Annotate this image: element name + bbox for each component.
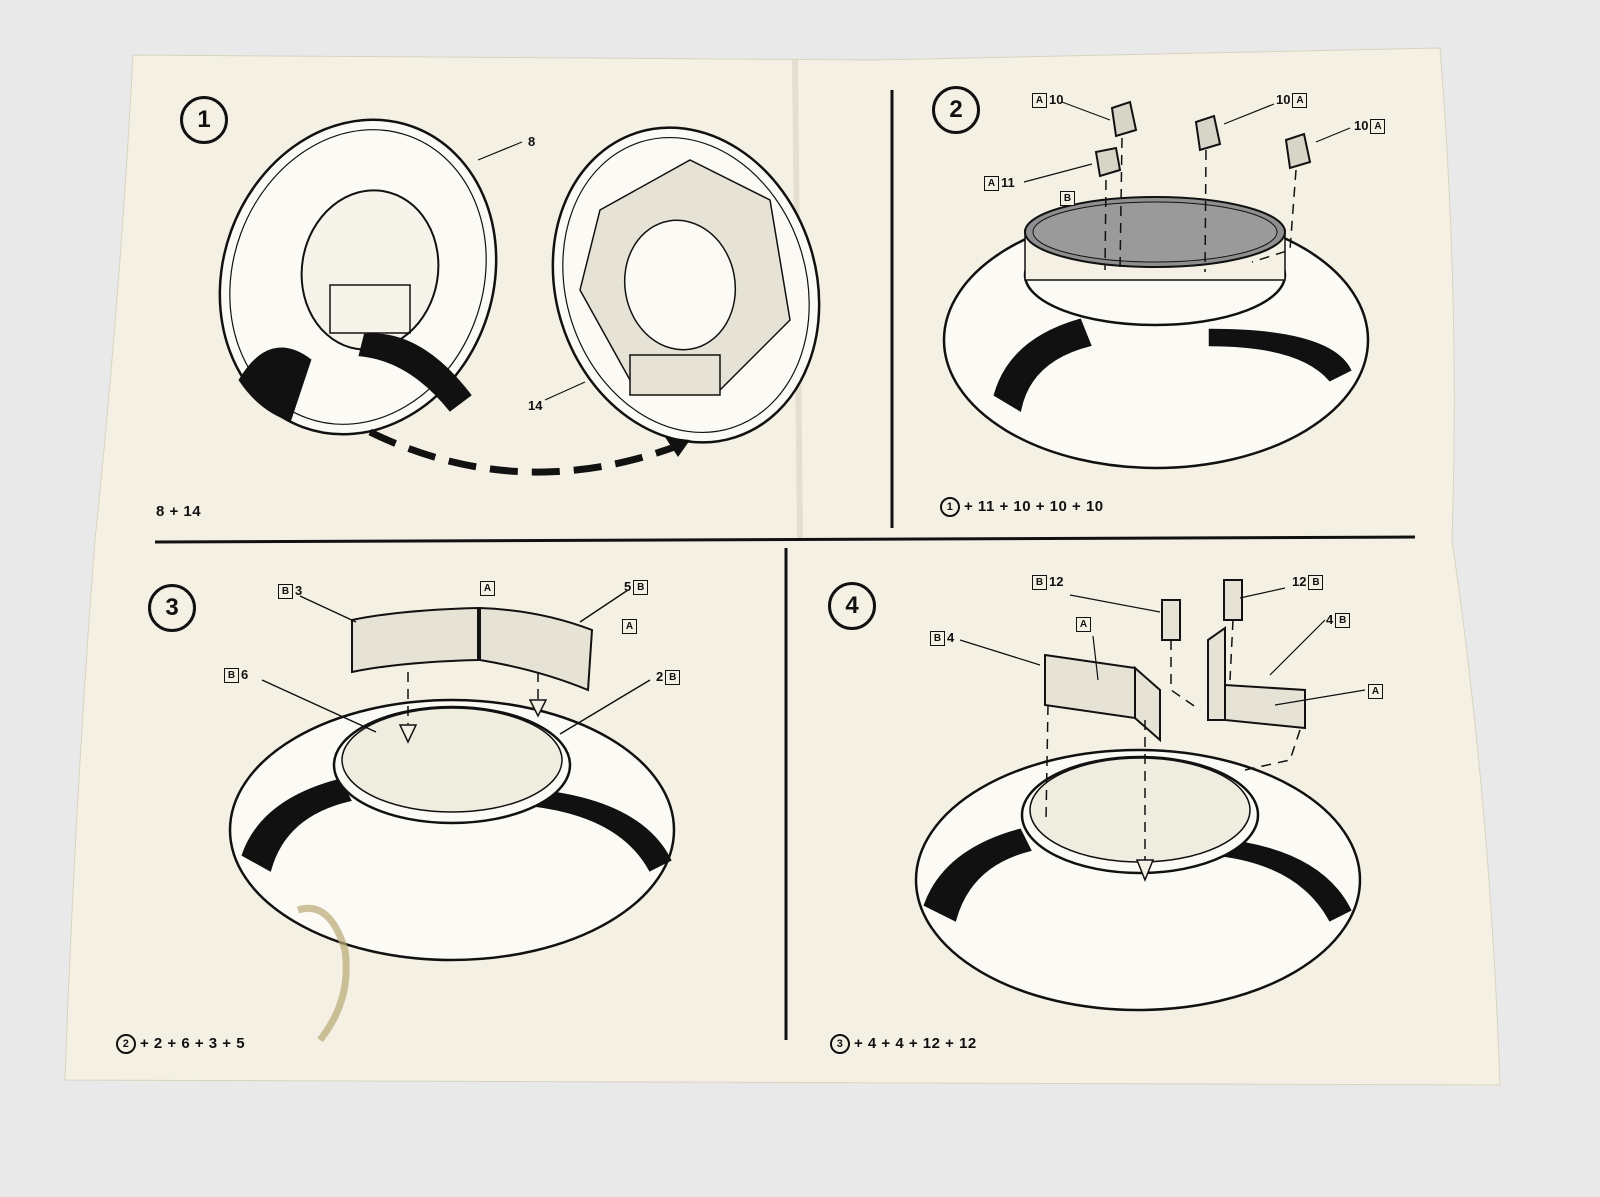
step3-saucer	[228, 698, 676, 962]
divider-horizontal	[154, 535, 1416, 544]
step-2-sequence: 1+ 11 + 10 + 10 + 10	[940, 497, 1104, 517]
part-label-a-step3: A	[478, 580, 497, 597]
step4-saucer	[914, 748, 1362, 1012]
part-label-b: B	[1058, 190, 1077, 207]
step1-dashed-arrow	[368, 428, 682, 476]
step-1-number: 1	[180, 96, 228, 144]
step-3-number: 3	[148, 584, 196, 632]
step4-wall-panels	[1044, 579, 1306, 743]
step-1-sequence: 8 + 14	[156, 503, 202, 520]
part-label-a-step4: A	[1074, 616, 1093, 633]
step-2-number: 2	[932, 86, 980, 134]
step2-seats	[1094, 100, 1312, 178]
step1-saucer-half-14	[551, 126, 821, 444]
step3-wall-panels	[351, 606, 594, 692]
step-3-sequence: 2+ 2 + 6 + 3 + 5	[116, 1034, 245, 1054]
part-label-a2-step3: A	[620, 618, 639, 635]
step1-saucer-half-8	[218, 118, 498, 436]
part-label-8: 8	[528, 134, 536, 149]
part-label-14: 14	[528, 398, 543, 413]
step-4-number: 4	[828, 582, 876, 630]
step2-saucer	[942, 196, 1370, 470]
step-4-sequence: 3+ 4 + 4 + 12 + 12	[830, 1034, 977, 1054]
paper-stain	[296, 905, 350, 1043]
part-label-a2-step4: A	[1366, 683, 1385, 700]
